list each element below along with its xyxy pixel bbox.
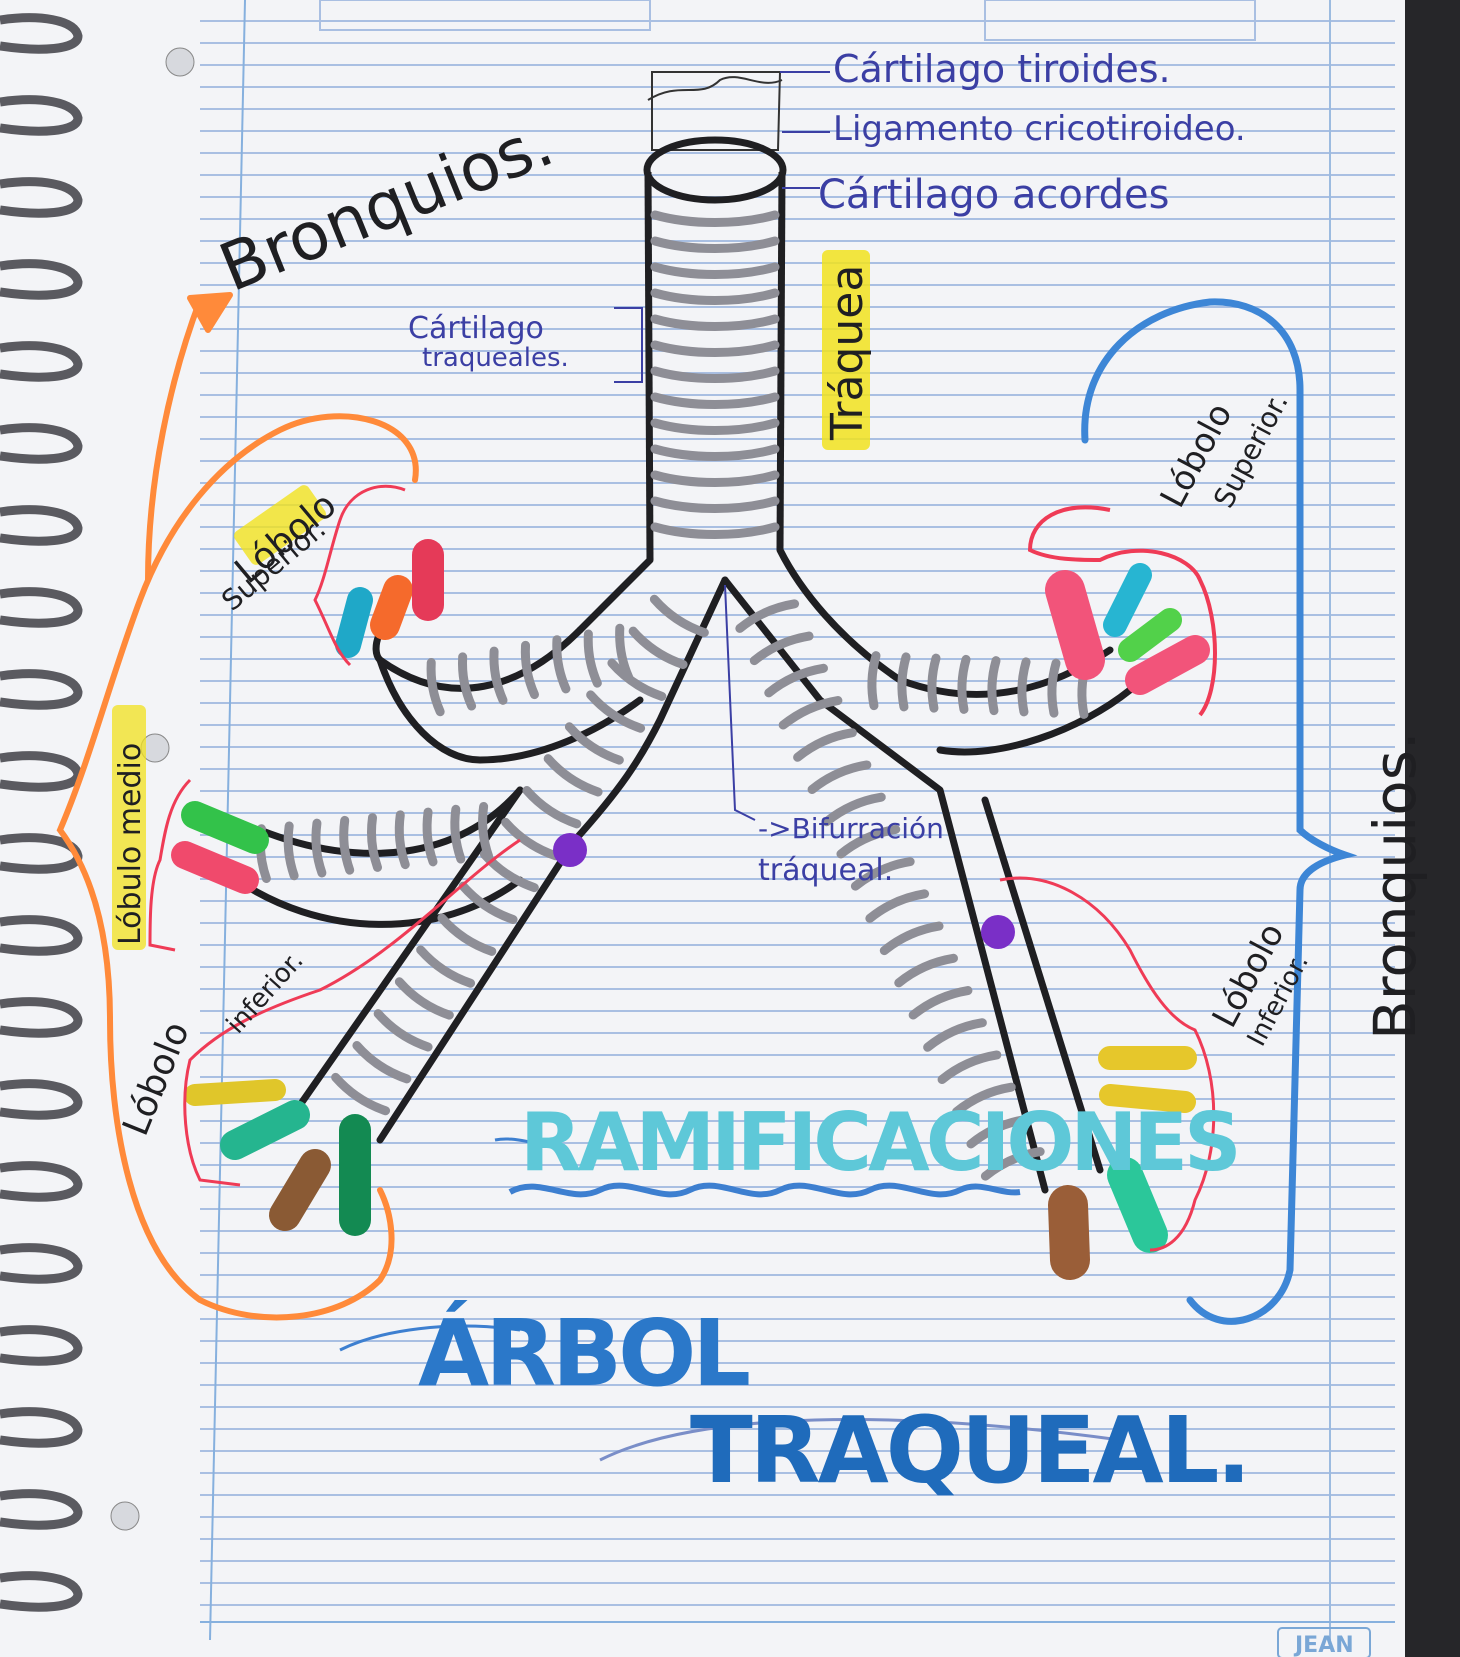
cartilago-traqueales-line1: Cártilago	[408, 311, 544, 346]
cartilago-tiroides-label: Cártilago tiroides.	[833, 47, 1171, 91]
title-line2: TRAQUEAL.	[690, 1397, 1248, 1504]
left-superior-orange-tip	[385, 590, 398, 625]
right-inferior-brown-tip	[1068, 1205, 1070, 1260]
ramificaciones-title: RAMIFICACIONES	[520, 1096, 1238, 1189]
bronchus-ring	[1052, 663, 1056, 713]
bronchus-ring	[1022, 662, 1026, 712]
bifurcacion-line2: tráqueal.	[758, 853, 893, 888]
traquea-label: Tráquea	[822, 265, 873, 441]
bronchus-ring	[872, 656, 876, 706]
left-inferior-yellow-tip	[195, 1090, 275, 1095]
ligamento-label: Ligamento cricotiroideo.	[833, 109, 1246, 149]
brand-label: JEAN	[1293, 1633, 1354, 1657]
bronchus-ring	[962, 659, 966, 709]
punch-hole	[166, 48, 194, 76]
right-purple-dot	[981, 915, 1015, 949]
trachea-right-wall	[780, 172, 782, 550]
bronquios-right-label: Bronquios.	[1361, 732, 1429, 1040]
left-purple-dot	[553, 833, 587, 867]
bronchus-ring	[932, 658, 936, 708]
punch-hole	[111, 1502, 139, 1530]
cartilago-acordes-label: Cártilago acordes	[818, 172, 1169, 218]
title-line1: ÁRBOL	[418, 1299, 749, 1407]
left-superior-cyan-tip	[348, 600, 360, 645]
right-superior-pink-tip	[1065, 590, 1085, 660]
bifurcacion-line1: ->Bifurración	[758, 812, 944, 845]
bronchus-ring	[902, 657, 906, 707]
left-middle-label: Lóbulo medio	[113, 743, 148, 945]
cartilago-traqueales-line2: traqueales.	[422, 343, 569, 373]
bronchus-ring	[992, 661, 996, 711]
trachea-left-wall	[648, 172, 650, 560]
